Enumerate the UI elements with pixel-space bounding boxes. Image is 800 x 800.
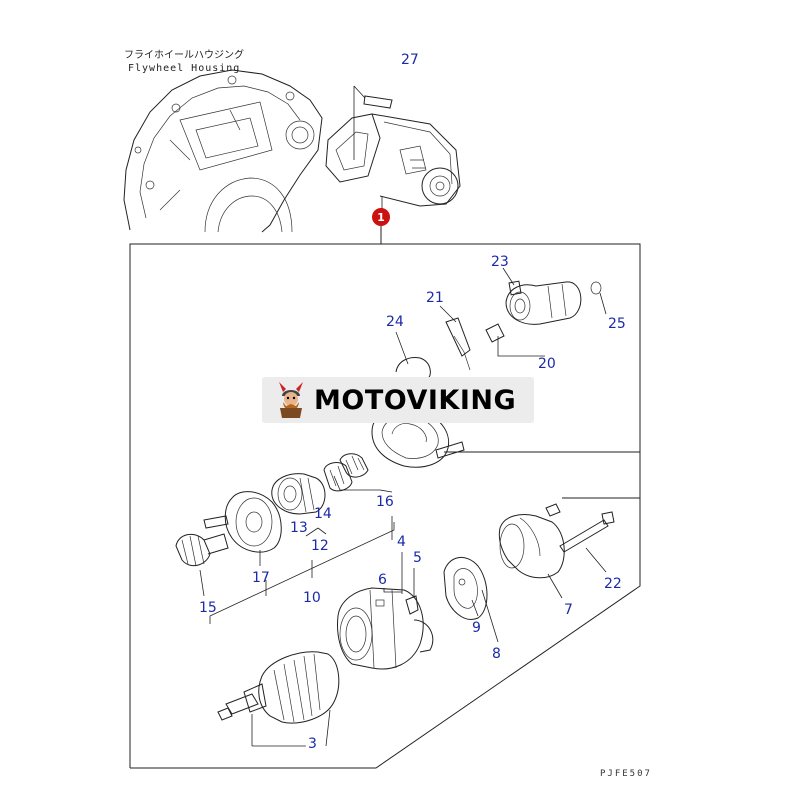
housing-label-en: Flywheel Housing [128, 63, 240, 74]
part-label-8: 8 [492, 646, 501, 662]
rear-cover-and-bolts-drawing [498, 503, 615, 599]
part-label-16: 16 [376, 494, 394, 510]
part-label-24: 24 [386, 314, 404, 330]
part-label-15: 15 [199, 600, 217, 616]
starter-assembly-drawing [325, 85, 461, 212]
callout-number: 1 [377, 211, 385, 224]
part-label-10: 10 [303, 590, 321, 606]
brush-holder-drawing [443, 557, 499, 643]
armature-drawing [217, 651, 340, 747]
part-label-12: 12 [311, 538, 329, 554]
part-label-13: 13 [290, 520, 308, 536]
part-label-17: 17 [252, 570, 270, 586]
callout-marker: 1 [372, 208, 390, 226]
part-label-5: 5 [413, 550, 422, 566]
clutch-and-spring-drawing [271, 453, 393, 540]
part-label-3: 3 [308, 736, 317, 752]
drawing-code: PJFE507 [600, 769, 652, 779]
part-label-22: 22 [604, 576, 622, 592]
part-label-27: 27 [401, 52, 419, 68]
solenoid-switch-drawing [485, 267, 607, 357]
housing-label-jp: フライホイールハウジング [124, 48, 244, 61]
watermark-banner: MOTOVIKING [262, 377, 534, 423]
watermark-brand-text: MOTOVIKING [314, 384, 517, 416]
part-label-14: 14 [314, 506, 332, 522]
part-label-6: 6 [378, 572, 387, 588]
yoke-assembly-drawing [337, 552, 434, 670]
part-label-23: 23 [491, 254, 509, 270]
part-label-25: 25 [608, 316, 626, 332]
exploded-view-frame [129, 226, 641, 769]
gear-cover-and-pinion-drawing [175, 491, 282, 597]
part-label-20: 20 [538, 356, 556, 372]
part-label-7: 7 [564, 602, 573, 618]
group-10-bracket [209, 522, 395, 624]
callout-circle [372, 208, 390, 226]
part-label-21: 21 [426, 290, 444, 306]
flywheel-housing-drawing [123, 69, 323, 233]
part-label-9: 9 [472, 620, 481, 636]
viking-mascot-icon [279, 382, 303, 418]
part-label-4: 4 [397, 534, 406, 550]
